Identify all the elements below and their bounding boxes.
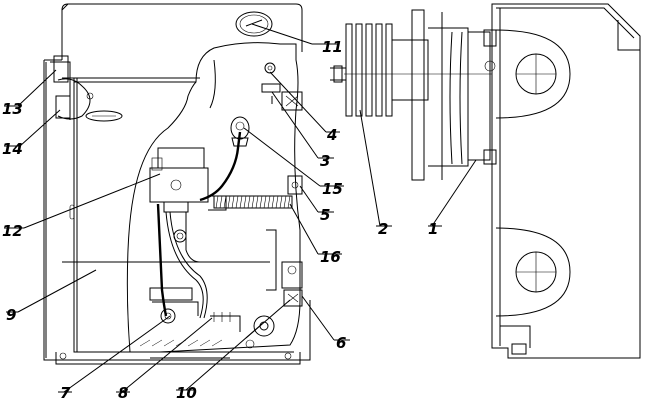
callout-7: 7: [60, 384, 71, 400]
threaded-rod: [213, 195, 293, 209]
capillary-tube: [156, 131, 242, 319]
callout-5: 5: [320, 206, 330, 224]
side-valve: [287, 175, 303, 195]
callout-1: 1: [428, 220, 438, 238]
callout-12: 12: [2, 222, 23, 240]
callout-16: 16: [320, 248, 341, 266]
callout-14: 14: [2, 140, 23, 158]
left-fittings: [50, 55, 123, 122]
side-view: [330, 3, 641, 359]
callout-6: 6: [336, 334, 346, 352]
burner-assembly: [149, 287, 291, 349]
callout-4: 4: [326, 126, 337, 144]
callout-8: 8: [118, 384, 128, 400]
lower-bracket: [266, 229, 303, 307]
callout-11: 11: [322, 38, 343, 56]
callout-2: 2: [378, 220, 388, 238]
boiler-body: [43, 3, 311, 365]
callout-15: 15: [322, 180, 343, 198]
thermostat-fitting: [230, 116, 250, 147]
callout-3: 3: [320, 152, 330, 170]
inspection-window: [235, 11, 273, 37]
leader-lines: [4, 23, 477, 393]
callout-labels: 11 4 3 15 5 16 6 2 1 12 13 14 9 7 8 10: [2, 38, 438, 402]
callout-10: 10: [176, 384, 197, 400]
cutaway-section: [126, 42, 301, 353]
gas-valve: [149, 147, 227, 263]
callout-13: 13: [2, 100, 23, 118]
top-fittings: [261, 62, 303, 111]
callout-9: 9: [6, 306, 16, 324]
